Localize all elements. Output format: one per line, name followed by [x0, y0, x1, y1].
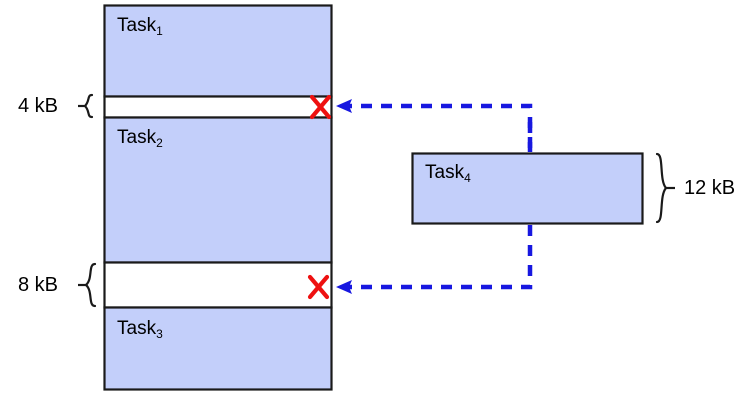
memory-block-task2[interactable]: [103, 116, 333, 264]
block-label-task3: Task3: [117, 318, 163, 341]
size-label-8kb: 8 kB: [18, 274, 59, 296]
memory-hole-4kb[interactable]: [103, 95, 333, 119]
arrowhead-4kb: [336, 99, 352, 113]
size-label-4kb: 4 kB: [18, 95, 59, 117]
block-label-task4: Task4: [425, 162, 471, 185]
size-label-12kb: 12 kB: [684, 177, 736, 199]
rejection-arrows: [336, 99, 533, 294]
block-label-task2: Task2: [117, 127, 163, 150]
brace-8kb: [84, 262, 97, 308]
rejection-cross-8kb: [307, 274, 330, 300]
arrow-to-8kb-hole: [344, 225, 533, 290]
arrowhead-8kb: [336, 280, 352, 294]
incoming-task-block[interactable]: [411, 152, 644, 225]
memory-hole-8kb[interactable]: [103, 261, 333, 309]
memory-block-task3[interactable]: [103, 306, 333, 391]
block-label-task1: Task1: [117, 15, 163, 38]
memory-column: [103, 4, 333, 391]
arrow-to-4kb-hole: [344, 103, 533, 148]
memory-block-task1[interactable]: [103, 4, 333, 98]
brace-12kb: [655, 152, 668, 224]
rejection-cross-4kb: [309, 94, 332, 120]
brace-4kb: [83, 93, 94, 119]
